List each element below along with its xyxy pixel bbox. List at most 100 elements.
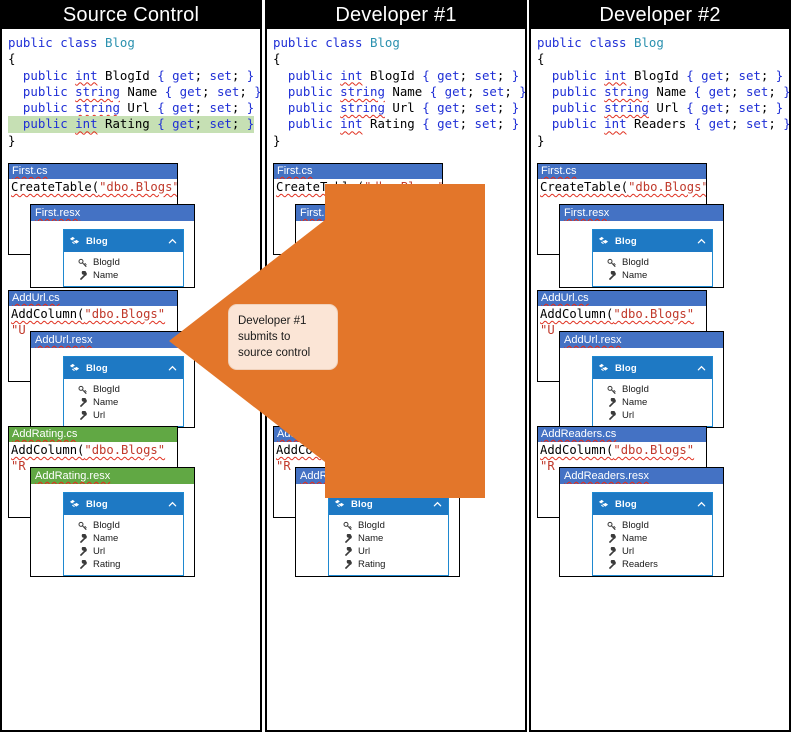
column-title: Source Control bbox=[2, 2, 260, 29]
submit-arrow: Developer #1 submits to source control bbox=[165, 182, 485, 500]
table-icon bbox=[69, 499, 80, 507]
entity-property[interactable]: Readers bbox=[593, 558, 712, 571]
entity-header[interactable]: Blog bbox=[64, 357, 183, 379]
cs-file-name: AddUrl.cs bbox=[538, 291, 706, 306]
entity-property-name: Rating bbox=[358, 559, 386, 570]
wrench-icon bbox=[609, 546, 616, 556]
entity-property[interactable]: BlogId bbox=[593, 519, 712, 532]
entity-property[interactable]: Name bbox=[64, 269, 183, 282]
entity-property[interactable]: BlogId bbox=[64, 383, 183, 396]
entity-header[interactable]: Blog bbox=[64, 493, 183, 515]
table-icon bbox=[598, 236, 609, 244]
entity-property[interactable]: Url bbox=[593, 409, 712, 422]
table-icon bbox=[334, 499, 345, 507]
entity-header[interactable]: Blog bbox=[593, 230, 712, 252]
entity-property[interactable]: BlogId bbox=[64, 256, 183, 269]
column-title: Developer #2 bbox=[531, 2, 789, 29]
entity-name: Blog bbox=[615, 498, 637, 510]
code-block: public class Blog { public int BlogId { … bbox=[537, 35, 791, 148]
key-icon bbox=[607, 258, 616, 267]
wrench-icon bbox=[609, 533, 616, 543]
entity-property-name: Url bbox=[358, 546, 371, 557]
entity-property-name: BlogId bbox=[93, 257, 120, 268]
entity-property-name: Url bbox=[622, 410, 635, 421]
entity-property-name: BlogId bbox=[622, 257, 649, 268]
entity-property-name: Url bbox=[93, 410, 106, 421]
cs-file-name: AddReaders.cs bbox=[538, 427, 706, 442]
wrench-icon bbox=[345, 559, 352, 569]
entity-property-name: BlogId bbox=[622, 520, 649, 531]
entity-name: Blog bbox=[86, 362, 108, 374]
column-source-control: Source Control public class Blog { publi… bbox=[0, 0, 262, 732]
cs-file-name: AddRating.cs bbox=[9, 427, 177, 442]
table-icon bbox=[69, 363, 80, 371]
entity-name: Blog bbox=[86, 235, 108, 247]
code-block: public class Blog { public int BlogId { … bbox=[8, 35, 262, 148]
chevron-up-icon[interactable] bbox=[697, 500, 706, 509]
entity-property[interactable]: BlogId bbox=[64, 519, 183, 532]
entity-property[interactable]: BlogId bbox=[593, 256, 712, 269]
entity-header[interactable]: Blog bbox=[593, 357, 712, 379]
entity-property-name: Rating bbox=[93, 559, 121, 570]
entity-property[interactable]: BlogId bbox=[593, 383, 712, 396]
wrench-icon bbox=[345, 533, 352, 543]
entity-property[interactable]: Name bbox=[64, 532, 183, 545]
entity-property-name: Name bbox=[93, 270, 119, 281]
entity-property[interactable]: Url bbox=[64, 545, 183, 558]
table-icon bbox=[598, 363, 609, 371]
entity-header[interactable]: Blog bbox=[593, 493, 712, 515]
key-icon bbox=[78, 258, 87, 267]
entity-property[interactable]: Name bbox=[593, 396, 712, 409]
key-icon bbox=[78, 521, 87, 530]
entity-property[interactable]: Name bbox=[329, 532, 448, 545]
arrow-label: Developer #1 submits to source control bbox=[228, 304, 338, 370]
chevron-up-icon[interactable] bbox=[168, 237, 177, 246]
resx-file-name: First.resx bbox=[31, 205, 194, 221]
entity-property[interactable]: Url bbox=[64, 409, 183, 422]
chevron-up-icon[interactable] bbox=[697, 237, 706, 246]
chevron-up-icon[interactable] bbox=[168, 364, 177, 373]
cs-file-code: AddColumn("dbo.Blogs" "U bbox=[540, 307, 695, 337]
entity-property[interactable]: Rating bbox=[329, 558, 448, 571]
entity-property[interactable]: Name bbox=[593, 269, 712, 282]
entity-header[interactable]: Blog bbox=[329, 493, 448, 515]
cs-file-code: CreateTable("dbo.Blogs" bbox=[540, 180, 706, 194]
chevron-up-icon[interactable] bbox=[433, 500, 442, 509]
resx-file-name: AddUrl.resx bbox=[560, 332, 723, 348]
entity-property[interactable]: Url bbox=[329, 545, 448, 558]
entity-property[interactable]: BlogId bbox=[329, 519, 448, 532]
wrench-icon bbox=[609, 270, 616, 280]
chevron-up-icon[interactable] bbox=[168, 500, 177, 509]
entity-property[interactable]: Rating bbox=[64, 558, 183, 571]
key-icon bbox=[78, 385, 87, 394]
entity-property[interactable]: Name bbox=[593, 532, 712, 545]
key-icon bbox=[343, 521, 352, 530]
key-icon bbox=[607, 385, 616, 394]
entity-property[interactable]: Name bbox=[64, 396, 183, 409]
resx-file-name: First.resx bbox=[560, 205, 723, 221]
entity-header[interactable]: Blog bbox=[64, 230, 183, 252]
cs-file-name: First.cs bbox=[538, 164, 706, 179]
cs-file-name: First.cs bbox=[274, 164, 442, 179]
entity-property[interactable]: Url bbox=[593, 545, 712, 558]
chevron-up-icon[interactable] bbox=[697, 364, 706, 373]
resx-file-name: AddReaders.resx bbox=[560, 468, 723, 484]
entity-property-name: BlogId bbox=[358, 520, 385, 531]
entity-name: Blog bbox=[615, 235, 637, 247]
entity-name: Blog bbox=[351, 498, 373, 510]
resx-file-name: AddRating.resx bbox=[31, 468, 194, 484]
